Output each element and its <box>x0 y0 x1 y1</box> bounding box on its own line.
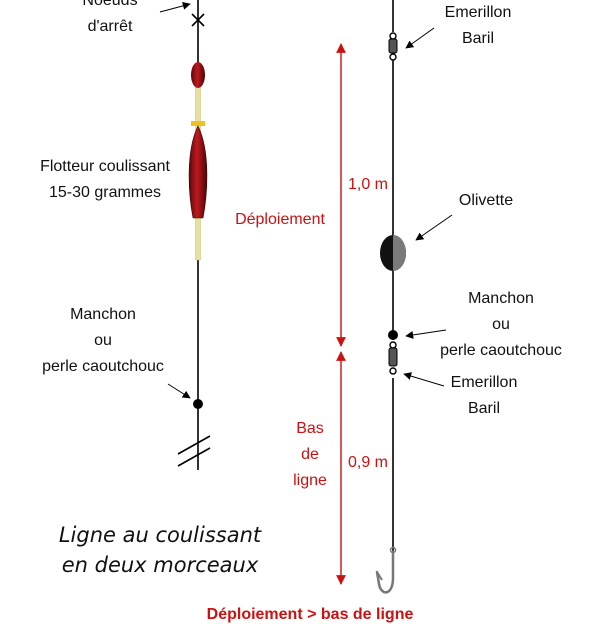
diagram-title: Ligne au coulissant en deux morceaux <box>58 523 262 577</box>
float-label: Flotteur coulissant 15-30 grammes <box>40 158 170 201</box>
sliding-float <box>188 62 208 261</box>
deploiement-label: Déploiement <box>235 211 325 228</box>
bas-length-label: 0,9 m <box>347 454 388 471</box>
line-break-mark <box>177 435 211 467</box>
bas-de-ligne-label: Bas de ligne <box>293 420 327 489</box>
top-barrel-swivel <box>388 32 398 61</box>
right-bead-label: Manchon ou perle caoutchouc <box>440 290 562 359</box>
right-rubber-bead <box>388 330 398 340</box>
stop-knots-label: Noeuds d'arrêt <box>82 0 138 35</box>
right-bead-arrow <box>405 329 447 339</box>
left-rubber-bead <box>193 399 203 409</box>
olivette-arrow <box>415 214 453 241</box>
left-bead-arrow <box>167 383 191 399</box>
bottom-swivel-label: Emerillon Baril <box>450 374 518 417</box>
top-swivel-label: Emerillon Baril <box>444 4 512 47</box>
deploiement-length-label: 1,0 m <box>347 176 388 193</box>
stop-knot <box>191 13 205 27</box>
olivette-label: Olivette <box>458 192 514 209</box>
bottom-note: Déploiement > bas de ligne <box>206 606 414 623</box>
left-bead-label: Manchon ou perle caoutchouc <box>42 306 164 375</box>
fish-hook <box>375 546 397 594</box>
top-swivel-arrow <box>405 27 435 49</box>
stop-knot-arrow <box>159 1 191 13</box>
bottom-swivel-arrow <box>403 372 445 387</box>
olivette-weight <box>380 235 406 271</box>
bottom-barrel-swivel <box>388 341 398 375</box>
